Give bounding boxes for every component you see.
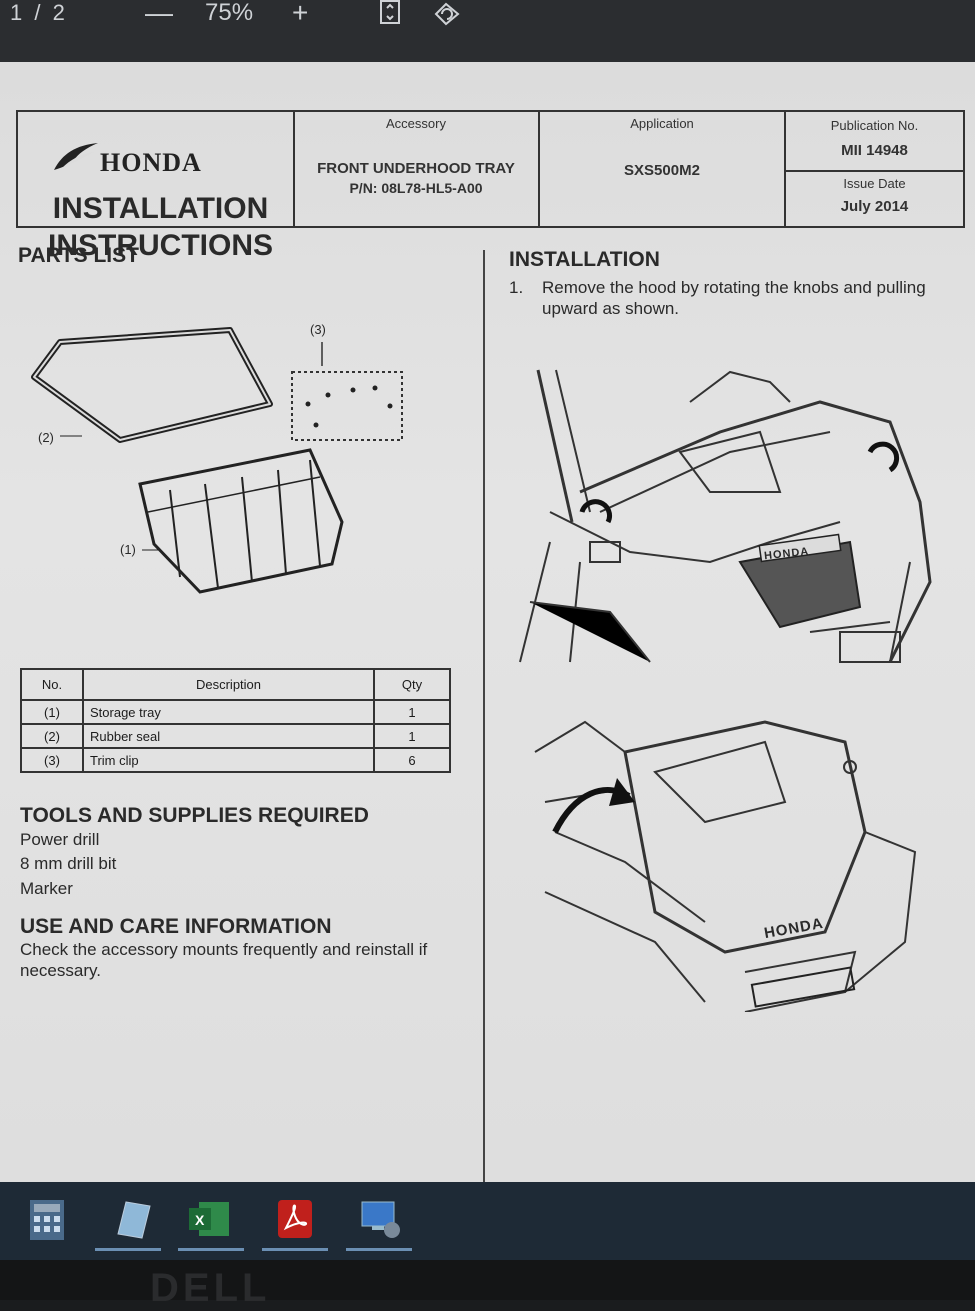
header-block: HONDA INSTALLATION INSTRUCTIONS Accessor… — [16, 110, 965, 262]
tools-item: 8 mm drill bit — [20, 854, 117, 873]
rotate-icon[interactable] — [430, 0, 464, 26]
remote-desktop-app-underline — [346, 1248, 412, 1251]
accessory-name: FRONT UNDERHOOD TRAY — [317, 160, 515, 177]
publication-value: MII 14948 — [841, 142, 908, 159]
document-title: INSTALLATION INSTRUCTIONS — [48, 190, 273, 264]
row-description: Storage tray — [82, 699, 375, 725]
parts-illustration — [31, 327, 403, 594]
step-1-line-1: Remove the hood by rotating the knobs an… — [542, 278, 926, 297]
column-divider — [483, 250, 485, 1185]
page-indicator[interactable]: 1 / 2 — [10, 0, 68, 25]
taskbar: X — [0, 1182, 975, 1260]
brand-logo-text: HONDA — [100, 148, 202, 177]
hood-lift-illustration — [534, 720, 917, 1012]
excel-app-icon[interactable]: X — [185, 1194, 235, 1244]
callout-3: (3) — [310, 322, 326, 337]
acrobat-app-icon[interactable] — [270, 1194, 320, 1244]
tools-item: Power drill — [20, 830, 100, 849]
zoom-in-button[interactable]: + — [292, 0, 309, 28]
publication-label: Publication No. — [830, 118, 919, 133]
publication-divider — [786, 170, 963, 172]
table-header-row: No. Description Qty — [20, 668, 451, 701]
installation-heading: INSTALLATION — [509, 248, 660, 271]
callout-1: (1) — [120, 542, 136, 557]
row-no: (3) — [20, 747, 84, 773]
care-text-line-2: necessary. — [20, 961, 101, 980]
table-row: (2) Rubber seal 1 — [20, 723, 451, 749]
dell-logo: DELL — [150, 1266, 271, 1310]
title-line-1: INSTALLATION — [52, 192, 269, 225]
monitor-bezel — [0, 1260, 975, 1300]
remote-desktop-app-icon[interactable] — [356, 1194, 406, 1244]
header-qty: Qty — [373, 668, 451, 701]
parts-table: No. Description Qty (1) Storage tray 1 (… — [20, 668, 451, 773]
fit-page-icon[interactable] — [378, 0, 404, 26]
step-1-line-2: upward as shown. — [542, 299, 680, 318]
parts-list-heading: PARTS LIST — [18, 244, 139, 267]
header-no: No. — [20, 668, 84, 701]
care-text-line-1: Check the accessory mounts frequently an… — [20, 940, 428, 959]
tools-item: Marker — [20, 879, 73, 898]
table-row: (1) Storage tray 1 — [20, 699, 451, 725]
accessory-part-number: P/N: 08L78-HL5-A00 — [349, 180, 483, 196]
row-no: (1) — [20, 699, 84, 725]
notepad-app-icon[interactable] — [108, 1194, 158, 1244]
acrobat-app-underline — [262, 1248, 328, 1251]
title-line-2: INSTRUCTIONS — [48, 229, 273, 262]
step-1-number: 1. — [509, 278, 524, 297]
issue-date-value: July 2014 — [840, 198, 909, 215]
grille-badge-text: HONDA — [763, 545, 810, 563]
calculator-app-icon[interactable] — [22, 1194, 72, 1244]
document-page: HONDA INSTALLATION INSTRUCTIONS Accessor… — [0, 62, 975, 1185]
zoom-level[interactable]: 75% — [205, 0, 254, 26]
hood-knobs-illustration — [519, 369, 932, 663]
header-description: Description — [82, 668, 375, 701]
application-value: SXS500M2 — [624, 162, 700, 179]
row-qty: 1 — [373, 699, 451, 725]
accessory-cell: Accessory FRONT UNDERHOOD TRAY P/N: 08L7… — [294, 112, 540, 226]
row-qty: 1 — [373, 723, 451, 749]
row-description: Rubber seal — [82, 723, 375, 749]
care-heading: USE AND CARE INFORMATION — [20, 915, 332, 938]
row-description: Trim clip — [82, 747, 375, 773]
publication-cell: Publication No. MII 14948 Issue Date Jul… — [786, 112, 963, 226]
notepad-app-underline — [95, 1248, 161, 1251]
excel-app-underline — [178, 1248, 244, 1251]
application-label: Application — [630, 116, 694, 131]
tools-heading: TOOLS AND SUPPLIES REQUIRED — [20, 804, 369, 827]
svg-text:X: X — [195, 1212, 205, 1228]
row-qty: 6 — [373, 747, 451, 773]
zoom-out-button[interactable]: — — [145, 0, 173, 28]
callout-2: (2) — [38, 430, 54, 445]
issue-date-label: Issue Date — [843, 176, 906, 191]
table-row: (3) Trim clip 6 — [20, 747, 451, 773]
viewer-toolbar: 1 / 2 — 75% + — [0, 0, 975, 62]
honda-wing-icon — [54, 143, 98, 170]
application-cell: Application SXS500M2 — [540, 112, 786, 226]
logo-area: HONDA INSTALLATION INSTRUCTIONS — [18, 112, 295, 262]
accessory-label: Accessory — [386, 116, 446, 131]
row-no: (2) — [20, 723, 84, 749]
